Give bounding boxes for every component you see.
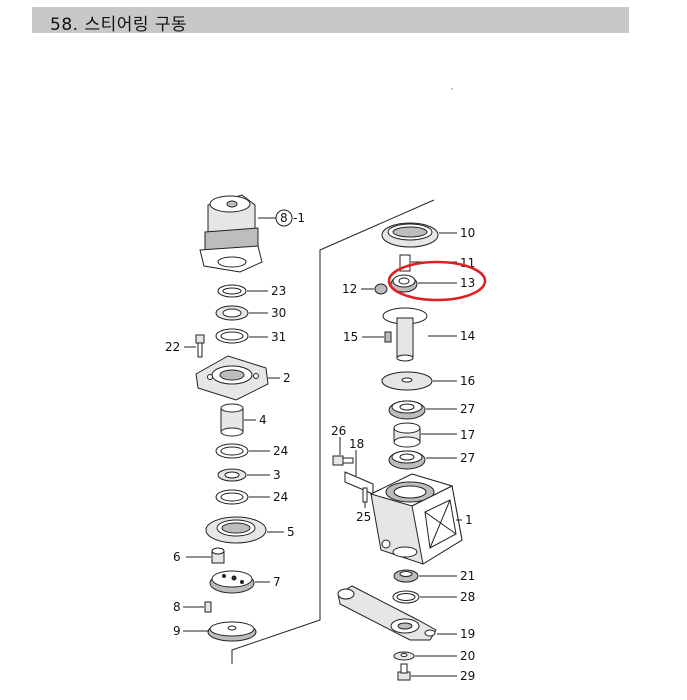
part-14-shaft	[382, 307, 428, 362]
part-23-oring	[217, 284, 247, 298]
callout-18: 18	[349, 437, 364, 451]
callout-9: 9	[173, 624, 181, 638]
callout-5: 5	[287, 525, 295, 539]
part-18-bracket	[344, 471, 374, 495]
part-15-key	[384, 331, 392, 343]
callout-10: 10	[460, 226, 475, 240]
callout-circle-8-1	[275, 209, 293, 227]
callout-30: 30	[271, 306, 286, 320]
part-5-thrust-bearing	[205, 516, 267, 544]
callout-16: 16	[460, 374, 475, 388]
callout-8-1-suffix: -1	[293, 211, 305, 225]
callout-3: 3	[273, 468, 281, 482]
part-19-steering-arm	[337, 585, 437, 641]
section-title-bar: 58. 스티어링 구동	[32, 7, 629, 35]
callout-19: 19	[460, 627, 475, 641]
callout-17: 17	[460, 428, 475, 442]
part-13-gear	[390, 274, 418, 293]
callout-22: 22	[165, 340, 180, 354]
callout-14: 14	[460, 329, 475, 343]
part-31-snap-ring	[215, 328, 249, 344]
part-1-gear-housing	[369, 473, 463, 565]
part-21-seal	[393, 569, 419, 583]
callout-24-upper: 24	[273, 444, 288, 458]
part-6-pinion	[211, 547, 225, 564]
callout-2: 2	[283, 371, 291, 385]
part-27-bearing-lower	[388, 450, 426, 470]
part-9-base-plate	[207, 621, 257, 642]
part-28-snap-ring	[392, 590, 420, 604]
callout-13: 13	[460, 276, 475, 290]
callout-7: 7	[273, 575, 281, 589]
part-26-bolt	[332, 455, 354, 466]
part-11-shaft-key	[399, 254, 411, 272]
callout-28: 28	[460, 590, 475, 604]
part-25-pin	[362, 487, 368, 503]
callout-8: 8	[173, 600, 181, 614]
callout-31: 31	[271, 330, 286, 344]
callout-4: 4	[259, 413, 267, 427]
part-steering-unit	[199, 194, 263, 273]
callout-12: 12	[342, 282, 357, 296]
part-10-bearing	[381, 222, 439, 248]
part-29-bolt	[397, 663, 411, 681]
stray-dot	[451, 88, 453, 90]
callout-29: 29	[460, 669, 475, 683]
part-30-bearing	[215, 305, 249, 321]
part-2-housing-plate	[195, 355, 269, 401]
part-17-bushing	[393, 422, 421, 448]
part-3-spacer	[217, 468, 247, 482]
callout-24-lower: 24	[273, 490, 288, 504]
callout-20: 20	[460, 649, 475, 663]
highlight-circle-13	[387, 260, 487, 302]
part-4-needle-bearing	[220, 403, 244, 437]
callout-15: 15	[343, 330, 358, 344]
callout-25: 25	[356, 510, 371, 524]
part-22-bolt	[195, 334, 205, 358]
part-8-pin	[204, 601, 212, 613]
part-24-snap-ring-lower	[215, 489, 249, 505]
part-7-drive-disc	[209, 570, 255, 594]
callout-6: 6	[173, 550, 181, 564]
callout-1: 1	[465, 513, 473, 527]
callout-8-1: 8	[280, 211, 288, 225]
callout-21: 21	[460, 569, 475, 583]
part-12-small-gear	[374, 283, 388, 295]
part-16-washer	[381, 371, 433, 391]
part-24-snap-ring-upper	[215, 443, 249, 459]
callout-26: 26	[331, 424, 346, 438]
callout-27-upper: 27	[460, 402, 475, 416]
part-27-bearing-upper	[388, 400, 426, 420]
part-20-washer	[393, 651, 415, 661]
callout-27-lower: 27	[460, 451, 475, 465]
section-title: 58. 스티어링 구동	[50, 15, 188, 35]
callout-23: 23	[271, 284, 286, 298]
